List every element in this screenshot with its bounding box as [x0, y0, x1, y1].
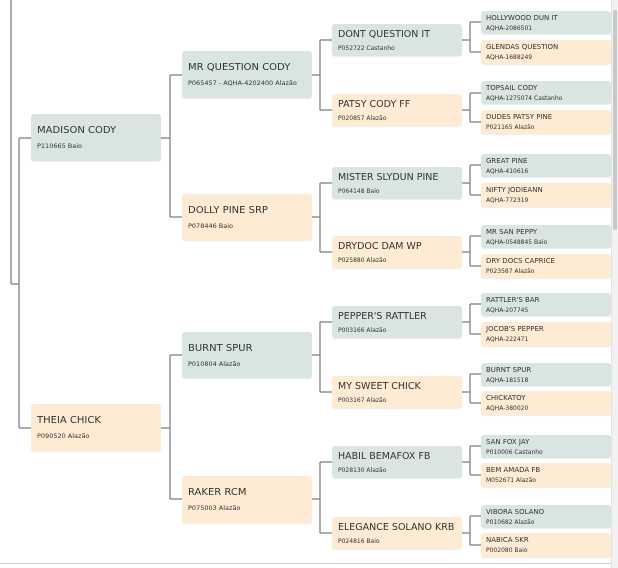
horse-name: ELEGANCE SOLANO KRB — [338, 521, 455, 533]
horse-registration: AQHA-207745 — [486, 306, 529, 314]
horse-name: SAN FOX JAY — [486, 437, 530, 446]
horse-registration: P003166 Alazão — [338, 326, 387, 334]
horse-name: PEPPER'S RATTLER — [338, 310, 427, 322]
horse-name: DONT QUESTION IT — [338, 28, 430, 40]
horse-card-gen4[interactable]: DRY DOCS CAPRICE P023587 Alazão — [481, 254, 611, 278]
horse-registration: AQHA-222471 — [486, 336, 529, 343]
horse-card-gen3[interactable]: DONT QUESTION IT P052722 Castanho — [332, 24, 462, 56]
horse-registration: P110665 Baio — [37, 142, 83, 150]
horse-name: PATSY CODY FF — [338, 98, 411, 110]
horse-registration: AQHA-0548845 Baio — [486, 238, 548, 246]
horse-registration: P003167 Alazão — [338, 396, 387, 404]
horse-name: MR QUESTION CODY — [188, 62, 291, 73]
horse-name: NABICA SKR — [486, 536, 529, 544]
horse-registration: AQHA-181518 — [486, 376, 529, 384]
horse-name: JOCOB'S PEPPER — [486, 325, 544, 333]
horse-card-gen3[interactable]: DRYDOC DAM WP P025880 Alazão — [332, 236, 462, 268]
horse-card-gen3[interactable]: MY SWEET CHICK P003167 Alazão — [332, 376, 462, 408]
horse-name: MADISON CODY — [37, 125, 117, 136]
horse-registration: P025880 Alazão — [338, 256, 387, 264]
horse-name: GREAT PINE — [486, 156, 528, 165]
horse-card-gen3[interactable]: PEPPER'S RATTLER P003166 Alazão — [332, 306, 462, 338]
horse-name: DOLLY PINE SRP — [188, 204, 268, 216]
horse-card-gen4[interactable]: RATTLER'S BAR AQHA-207745 — [481, 293, 611, 316]
horse-name: MISTER SLYDUN PINE — [338, 171, 439, 183]
horse-name: MR SAN PEPPY — [486, 227, 538, 236]
horse-name: BURNT SPUR — [486, 365, 532, 374]
horse-card-gen4[interactable]: TOPSAIL CODY AQHA-1275074 Castanho — [481, 81, 611, 104]
horse-registration: P028130 Alazão — [338, 466, 387, 474]
horse-card-grandsire-maternal[interactable]: BURNT SPUR P010804 Alazão — [182, 332, 312, 378]
horse-registration: P090520 Alazão — [37, 432, 90, 440]
horse-registration: AQHA-380020 — [486, 405, 529, 412]
horse-name: HOLLYWOOD DUN IT — [486, 13, 558, 22]
horse-registration: P010006 Castanho — [486, 448, 543, 456]
horse-card-gen3[interactable]: PATSY CODY FF P020857 Alazão — [332, 94, 462, 126]
horse-registration: P023587 Alazão — [486, 268, 535, 275]
horse-registration: P064148 Baio — [338, 187, 380, 195]
horse-card-gen4[interactable]: CHICKATOY AQHA-380020 — [481, 391, 611, 415]
horse-registration: P065457 - AQHA-4202400 Alazão — [188, 79, 297, 87]
horse-card-dam[interactable]: THEIA CHICK P090520 Alazão — [31, 404, 161, 451]
horse-name: HABIL BEMAFOX FB — [338, 450, 431, 462]
horse-name: DRYDOC DAM WP — [338, 240, 422, 252]
horse-name: BEM AMADA FB — [486, 466, 541, 474]
horse-card-sire[interactable]: MADISON CODY P110665 Baio — [31, 114, 161, 161]
horse-card-gen4[interactable]: DUDES PATSY PINE P021165 Alazão — [481, 110, 611, 134]
horse-card-gen4[interactable]: BEM AMADA FB M052671 Alazão — [481, 463, 611, 487]
horse-name: NIFTY JODIEANN — [486, 186, 543, 194]
horse-registration: AQHA-1688249 — [486, 54, 533, 61]
horse-card-gen4[interactable]: NABICA SKR P002080 Baio — [481, 533, 611, 557]
horse-card-granddam-maternal[interactable]: RAKER RCM P075003 Alazão — [182, 476, 312, 523]
horse-registration: M052671 Alazão — [486, 477, 536, 484]
scrollbar-thumb[interactable] — [613, 10, 617, 230]
horse-name: DRY DOCS CAPRICE — [486, 257, 555, 265]
horse-registration: P078446 Baio — [188, 221, 234, 230]
horse-name: RATTLER'S BAR — [486, 295, 540, 304]
horse-registration: P052722 Castanho — [338, 44, 395, 52]
horse-card-gen3[interactable]: HABIL BEMAFOX FB P028130 Alazão — [332, 446, 462, 478]
horse-registration: P024816 Baio — [338, 537, 380, 545]
horse-card-gen4[interactable]: SAN FOX JAY P010006 Castanho — [481, 435, 611, 458]
horse-name: MY SWEET CHICK — [338, 380, 421, 392]
horse-card-gen4[interactable]: VIBORA SOLANO P010682 Alazão — [481, 505, 611, 528]
horse-name: DUDES PATSY PINE — [486, 113, 553, 121]
horse-registration: AQHA-1275074 Castanho — [486, 94, 563, 102]
horse-registration: P075003 Alazão — [188, 504, 241, 512]
horse-registration: AQHA-410616 — [486, 167, 529, 175]
horse-name: GLENDAS QUESTION — [486, 43, 559, 51]
vertical-scrollbar[interactable] — [611, 0, 618, 568]
horse-card-gen3[interactable]: MISTER SLYDUN PINE P064148 Baio — [332, 167, 462, 199]
horse-card-gen4[interactable]: HOLLYWOOD DUN IT AQHA-2086501 — [481, 11, 611, 34]
horse-card-grandsire-paternal[interactable]: MR QUESTION CODY P065457 - AQHA-4202400 … — [182, 51, 312, 98]
horse-registration: P021165 Alazão — [486, 124, 535, 131]
horse-registration: P002080 Baio — [486, 547, 528, 554]
horse-card-gen4[interactable]: NIFTY JODIEANN AQHA-772319 — [481, 183, 611, 207]
horse-registration: P020857 Alazão — [338, 114, 387, 122]
horse-name: BURNT SPUR — [188, 342, 253, 354]
horse-card-gen4[interactable]: GLENDAS QUESTION AQHA-1688249 — [481, 40, 611, 64]
horse-name: VIBORA SOLANO — [486, 507, 545, 516]
horse-registration: P010682 Alazão — [486, 518, 535, 526]
horse-card-gen4[interactable]: MR SAN PEPPY AQHA-0548845 Baio — [481, 225, 611, 248]
horse-registration: AQHA-2086501 — [486, 24, 533, 32]
horse-card-granddam-paternal[interactable]: DOLLY PINE SRP P078446 Baio — [182, 194, 312, 240]
horse-name: RAKER RCM — [188, 487, 247, 498]
horse-card-gen4[interactable]: GREAT PINE AQHA-410616 — [481, 154, 611, 177]
horse-name: CHICKATOY — [486, 394, 526, 402]
horse-card-gen4[interactable]: JOCOB'S PEPPER AQHA-222471 — [481, 322, 611, 346]
horse-registration: P010804 Alazão — [188, 359, 241, 368]
horse-registration: AQHA-772319 — [486, 197, 529, 204]
horse-card-gen3[interactable]: ELEGANCE SOLANO KRB P024816 Baio — [332, 517, 462, 549]
horse-name: THEIA CHICK — [37, 415, 101, 426]
horse-name: TOPSAIL CODY — [486, 83, 538, 92]
horse-card-gen4[interactable]: BURNT SPUR AQHA-181518 — [481, 363, 611, 386]
bottom-divider — [0, 563, 612, 564]
